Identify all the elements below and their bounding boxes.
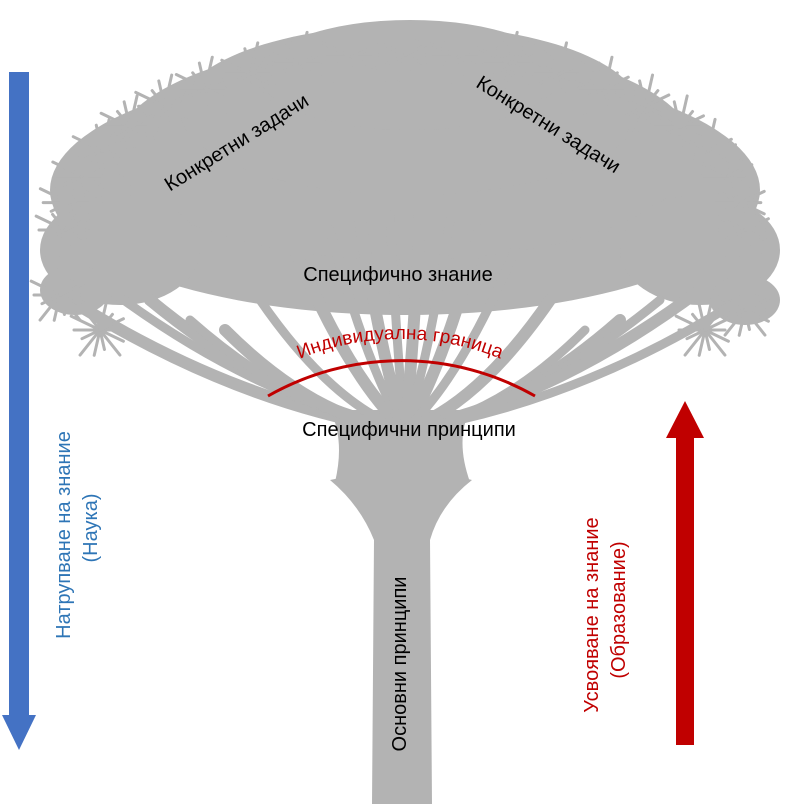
label-specific-knowledge: Специфично знание [303,264,492,286]
individual-boundary-arc [267,359,536,398]
leaf-tuft [174,55,231,116]
leaf-tuft [374,22,430,82]
education-label-line1: Усвояване на знание [581,517,603,712]
tree-branch [255,295,410,435]
leaf-tuft [427,24,484,85]
tree-branches [64,209,745,436]
leaf-tuft [34,197,90,257]
education-label-line2: (Образование) [608,541,630,678]
leaf-tuft [220,41,276,101]
leaf-tuft [649,94,705,154]
leaf-tuft [574,55,630,116]
leaf-tuft [479,30,535,91]
leaf-tuft [99,94,155,154]
leaf-tuft [529,41,585,101]
leaf-tuft [134,73,190,134]
science-label-line2: (Наука) [80,494,102,563]
down-arrow-icon [2,72,36,750]
tree-branch [289,244,411,436]
leaf-tuft [71,117,127,178]
leaf-tuft [677,117,733,178]
leaf-tuft [69,297,125,357]
label-basic-principles: Основни принципи [389,577,411,752]
tree-branch [400,245,520,435]
science-label-line1: Натрупване на знание [53,431,75,639]
leaf-tuft [29,262,85,322]
leaf-tuft [714,197,770,257]
tree-branch [219,324,411,436]
up-arrow-icon [666,401,704,745]
tree-branch [399,224,486,436]
label-specific-principles: Специфични принципи [302,419,516,441]
leaf-tuft [51,143,107,203]
leaf-tuft [674,297,730,357]
leaf-tuft [615,73,671,134]
leaf-tuft [269,30,325,91]
foliage-tufts [29,22,770,357]
leaf-tuft [714,277,770,337]
leaf-tuft [321,24,377,85]
